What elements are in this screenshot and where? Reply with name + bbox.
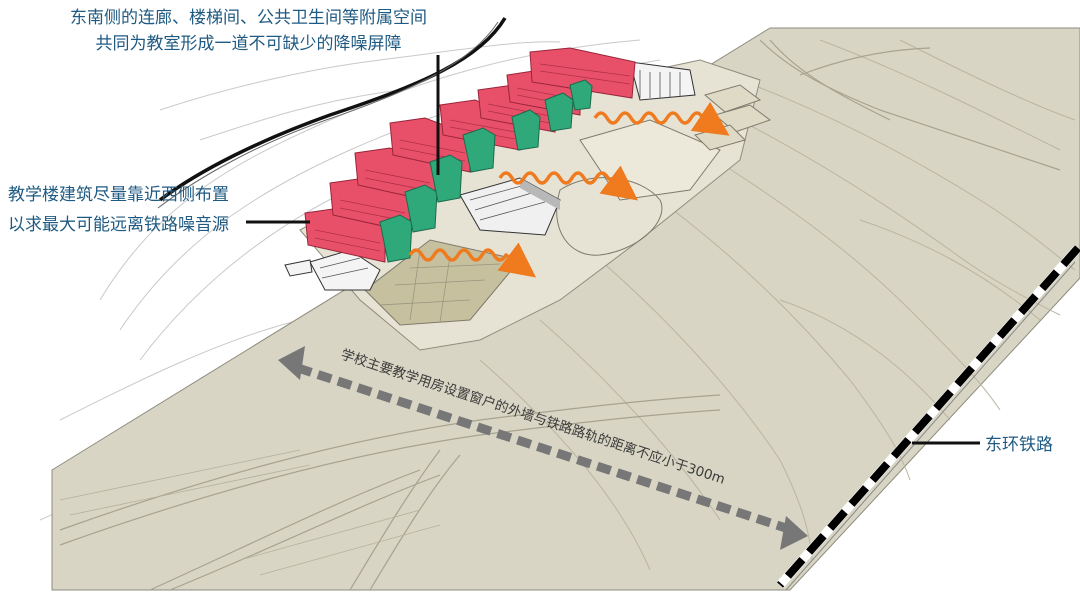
- railway-label: 东环铁路: [985, 435, 1053, 455]
- west-layout-line1: 教学楼建筑尽量靠近西侧布置: [8, 185, 229, 205]
- noise-wave-1: [593, 101, 730, 136]
- distance-arrow-head-east: [780, 516, 808, 550]
- ground-plane: [51, 27, 1080, 591]
- west-layout-line2: 以求最大可能远离铁路噪音源: [8, 215, 229, 235]
- distance-arrow: [278, 346, 808, 550]
- dormitory-block: [629, 61, 696, 101]
- railway-line: [776, 245, 1080, 591]
- ground-roads: [59, 39, 1061, 591]
- canteen-block: [284, 249, 381, 291]
- auxiliary-block-7: [569, 79, 593, 111]
- classroom-block-8: [529, 47, 636, 99]
- noise-barrier-annotation: 东南侧的连廊、楼梯间、公共卫生间等附属空间 共同为教室形成一道不可缺少的降噪屏障: [70, 5, 427, 57]
- auxiliary-block-4: [462, 127, 496, 173]
- distance-arrow-head-west: [278, 346, 305, 380]
- noise-wave-2: [498, 165, 638, 201]
- gymnasium: [459, 177, 561, 236]
- auxiliary-block-5: [511, 109, 541, 151]
- noise-barrier-line1: 东南侧的连廊、楼梯间、公共卫生间等附属空间: [70, 8, 427, 28]
- auxiliary-blocks: [379, 79, 593, 263]
- auxiliary-block-1: [379, 214, 413, 263]
- auxiliary-block-2: [404, 184, 438, 233]
- northwest-road: [158, 17, 507, 202]
- slope-texture: [59, 449, 441, 576]
- auxiliary-block-6: [544, 92, 574, 132]
- noise-wave-3: [408, 242, 536, 278]
- sports-field-grid: [379, 249, 501, 323]
- northwest-road-edge: [157, 21, 499, 209]
- west-layout-annotation: 教学楼建筑尽量靠近西侧布置 以求最大可能远离铁路噪音源: [8, 180, 229, 240]
- noise-barrier-line2: 共同为教室形成一道不可缺少的降噪屏障: [95, 34, 402, 54]
- ground-contours: [479, 39, 1076, 571]
- noise-waves: [408, 101, 730, 278]
